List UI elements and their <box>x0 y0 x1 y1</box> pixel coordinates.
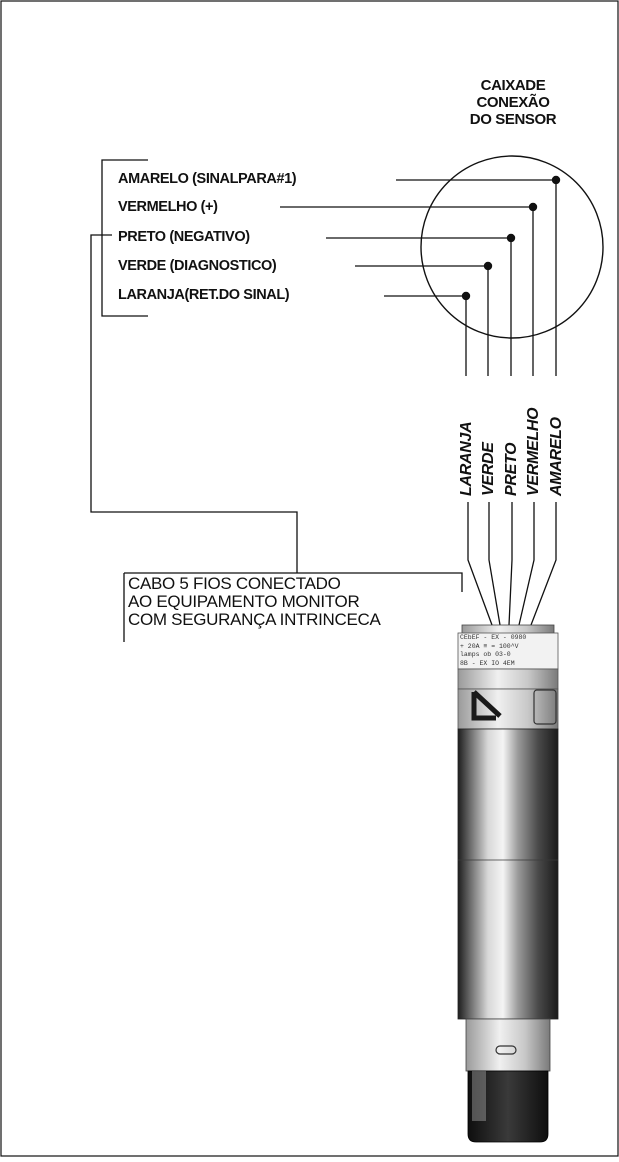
wire-group-bracket <box>101 159 148 317</box>
wire-label-verde: VERDE (DIAGNOSTICO) <box>118 258 277 274</box>
cable-description: CABO 5 FIOS CONECTADO AO EQUIPAMENTO MON… <box>128 575 381 629</box>
vertical-label-verde: VERDE <box>480 442 497 496</box>
wire-verde-lower <box>488 502 501 626</box>
sensor-marking-line2: + 20A ≡ = 100^V <box>460 642 519 650</box>
vertical-label-preto: PRETO <box>503 442 520 496</box>
sensor-slot-icon <box>495 1045 517 1055</box>
sensor-markings: CEbEF - EX - 0980 + 20A ≡ = 100^V lamps … <box>460 634 556 668</box>
sensor-collar <box>457 668 559 690</box>
sensor-logo-icon <box>471 690 502 721</box>
cable-box-top <box>124 572 463 592</box>
sensor-marking-line4: 8B - EX IO 4EM <box>460 659 515 667</box>
vertical-label-laranja: LARANJA <box>458 421 475 496</box>
cable-description-line1: CABO 5 FIOS CONECTADO <box>128 574 341 593</box>
connection-box-title-line3: DO SENSOR <box>469 111 557 128</box>
connection-box-title-line1: CAIXADE <box>480 77 546 94</box>
wire-label-vermelho: VERMELHO (+) <box>118 199 218 215</box>
cable-description-line2: AO EQUIPAMENTO MONITOR <box>128 592 360 611</box>
wire-label-preto: PRETO (NEGATIVO) <box>118 229 250 245</box>
wire-label-laranja: LARANJA(RET.DO SINAL) <box>118 287 290 303</box>
sensor-tip <box>467 1070 549 1143</box>
sensor-lower-collar <box>465 1018 551 1072</box>
sensor-body <box>457 728 559 1020</box>
wire-label-amarelo: AMARELO (SINALPARA#1) <box>118 171 297 187</box>
wire-amarelo-lower <box>530 502 557 626</box>
sensor-window-icon <box>533 689 557 725</box>
sensor-tip-highlight <box>472 1071 486 1121</box>
sensor-marking-line3: lamps ob 03-0 <box>460 651 511 658</box>
vertical-label-amarelo: AMARELO <box>548 417 565 496</box>
connection-box-title: CAIXADE CONEXÃO DO SENSOR <box>448 77 578 128</box>
cable-route-line <box>90 234 298 573</box>
wire-vermelho-lower <box>518 502 535 626</box>
wire-preto-lower <box>508 502 513 626</box>
connection-box-title-line2: CONEXÃO <box>476 94 550 111</box>
cable-description-line3: COM SEGURANÇA INTRINCECA <box>128 610 381 629</box>
sensor-marking-line1: CEbEF - EX - 0980 <box>460 634 527 641</box>
vertical-label-vermelho: VERMELHO <box>525 407 542 496</box>
wire-laranja-lower <box>467 502 493 626</box>
connection-box-circle <box>420 155 604 339</box>
